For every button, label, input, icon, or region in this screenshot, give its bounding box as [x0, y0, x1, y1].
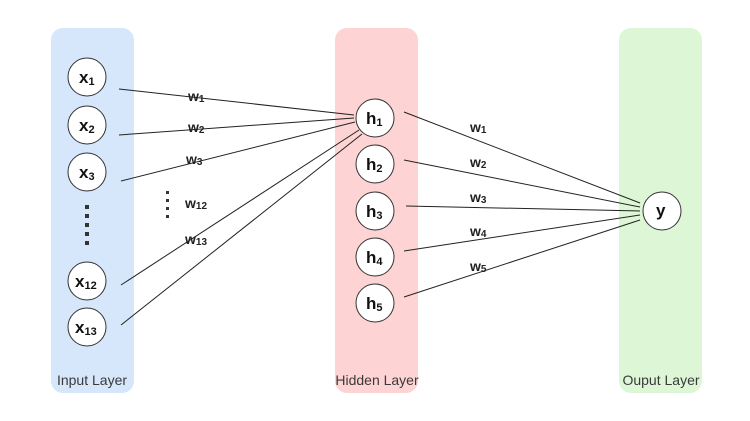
input-ellipsis [85, 205, 89, 245]
svg-text:h5: h5 [366, 294, 383, 314]
svg-text:x3: x3 [79, 163, 95, 183]
hidden-nodes: h1 h2 h3 h4 h5 [355, 98, 395, 323]
edge-h4-y [403, 214, 641, 252]
hidden-layer-label: Hidden Layer [335, 372, 419, 388]
edge-h2-y [403, 159, 641, 208]
input-node-x3: x3 [67, 152, 107, 192]
input-node-x12: x12 [67, 261, 107, 301]
svg-text:h4: h4 [366, 248, 383, 268]
input-node-x1: x1 [67, 57, 107, 97]
edge-x13-h1 [120, 133, 363, 326]
output-node-y: y [642, 191, 682, 231]
weight-label-w1: w1 [187, 88, 205, 105]
svg-text:h3: h3 [366, 202, 383, 222]
svg-text:h1: h1 [366, 109, 383, 129]
svg-text:x12: x12 [75, 272, 97, 292]
hidden-node-h2: h2 [355, 144, 395, 184]
weight-label-hw5: w5 [469, 258, 487, 275]
edge-h1-y [403, 111, 641, 204]
weight-label-hw4: w4 [469, 223, 487, 240]
output-layer-label: Ouput Layer [622, 372, 699, 388]
hidden-node-h5: h5 [355, 283, 395, 323]
edge-x3-h1 [120, 121, 356, 182]
input-nodes: x1 x2 x3 x12 x13 [67, 57, 107, 347]
hidden-node-h3: h3 [355, 191, 395, 231]
svg-text:x2: x2 [79, 116, 95, 136]
weight-label-hw1: w1 [469, 119, 487, 136]
weight-label-w13: w13 [184, 231, 207, 248]
input-layer-label: Input Layer [57, 372, 127, 388]
weight-label-hw3: w3 [469, 189, 487, 206]
hidden-node-h1: h1 [355, 98, 395, 138]
edge-x2-h1 [118, 117, 355, 136]
edge-x12-h1 [120, 129, 360, 286]
input-node-x13: x13 [67, 307, 107, 347]
weight-ellipsis [166, 191, 169, 218]
edge-h3-y [405, 205, 641, 212]
input-node-x2: x2 [67, 105, 107, 145]
svg-text:y: y [656, 201, 666, 220]
hidden-weight-labels: w1 w2 w3 w4 w5 [469, 119, 487, 275]
hidden-connections [403, 111, 641, 298]
edge-x1-h1 [118, 88, 355, 116]
weight-label-hw2: w2 [469, 154, 487, 171]
input-weight-labels: w1 w2 w3 w12 w13 [166, 88, 207, 248]
svg-text:h2: h2 [366, 155, 383, 175]
weight-label-w12: w12 [184, 195, 207, 212]
weight-label-w2: w2 [187, 119, 205, 136]
edge-h5-y [403, 219, 641, 298]
svg-text:x1: x1 [79, 68, 95, 88]
svg-text:x13: x13 [75, 318, 97, 338]
weight-label-w3: w3 [185, 151, 203, 168]
input-connections [118, 88, 363, 326]
hidden-node-h4: h4 [355, 237, 395, 277]
